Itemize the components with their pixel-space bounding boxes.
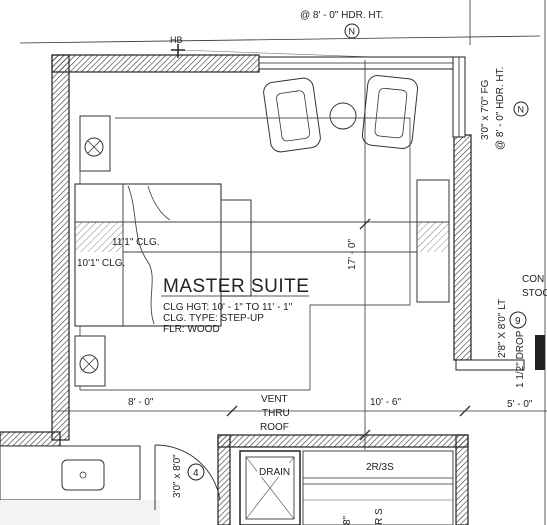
- vent-line-3: ROOF: [260, 422, 289, 433]
- right-door-tag: 9: [509, 311, 527, 329]
- vent-line-1: VENT: [261, 394, 288, 405]
- dim-tick: [226, 405, 238, 417]
- dim-tick: [459, 405, 471, 417]
- bed: [74, 183, 222, 327]
- dim-far-right: 5' - 0": [507, 399, 533, 410]
- room-ceiling-type: CLG. TYPE: STEP-UP: [163, 313, 264, 324]
- lounge-chair-left: [263, 77, 321, 153]
- bench: [220, 199, 252, 297]
- bathroom-door: [154, 444, 221, 510]
- right-door-label: 2'8" X 8'0" LT: [497, 299, 508, 358]
- shower: [239, 450, 301, 525]
- room-name: MASTER SUITE: [163, 276, 309, 297]
- window-right-size: 3'0" x 7'0" FG: [480, 79, 491, 140]
- dim-left: 8' - 0": [128, 397, 154, 408]
- grid-line: [19, 35, 541, 44]
- bottom-glyphs: R S: [374, 508, 385, 525]
- dim-right: 10' - 6": [370, 397, 401, 408]
- drain-label: DRAIN: [259, 467, 290, 478]
- vent-line-2: THRU: [262, 408, 290, 419]
- right-edge-text-1: CON: [522, 274, 544, 285]
- dim-tick: [359, 218, 371, 230]
- window-top: [258, 56, 466, 138]
- vent-label: VENT THRU ROOF: [260, 394, 290, 433]
- ceiling-step-band: [75, 222, 123, 252]
- vanity: [0, 445, 160, 525]
- risers-label: 2R/3S: [366, 462, 394, 473]
- window-right-header: @ 8' - 0" HDR. HT.: [495, 67, 506, 150]
- north-marker-top: N: [344, 23, 360, 39]
- right-door-tag-number: 9: [515, 316, 521, 327]
- dresser: [416, 179, 450, 303]
- door-label: 3'0" x 8'0": [172, 454, 183, 498]
- north-marker-right: N: [513, 101, 529, 117]
- dim-tick: [359, 429, 371, 441]
- ceiling-note-lower: 10'1" CLG.: [77, 258, 125, 269]
- room-floor: FLR: WOOD: [163, 324, 220, 335]
- hb-label: HB: [170, 35, 183, 45]
- door-tag: 4: [187, 463, 205, 481]
- nightstand-bottom: [74, 335, 106, 387]
- ceiling-note-upper: 11'1" CLG.: [112, 237, 160, 248]
- walls: [0, 54, 472, 525]
- dim-vertical: 17' - 0": [347, 239, 358, 270]
- north-marker-top-label: N: [349, 27, 356, 37]
- right-edge-text-2: STOC: [522, 288, 547, 299]
- header-note-top: @ 8' - 0" HDR. HT.: [300, 10, 383, 21]
- steps: [302, 450, 454, 525]
- side-table: [329, 102, 357, 130]
- drop-label: 1 1/2" DROP: [515, 330, 526, 388]
- bottom-dim: 8": [342, 515, 353, 525]
- door-tag-number: 4: [193, 468, 199, 479]
- right-door: [455, 335, 545, 371]
- nightstand-top: [79, 115, 111, 172]
- room-ceiling-height: CLG HGT: 10' - 1" TO 11' - 1": [163, 302, 293, 313]
- north-marker-right-label: N: [518, 105, 525, 115]
